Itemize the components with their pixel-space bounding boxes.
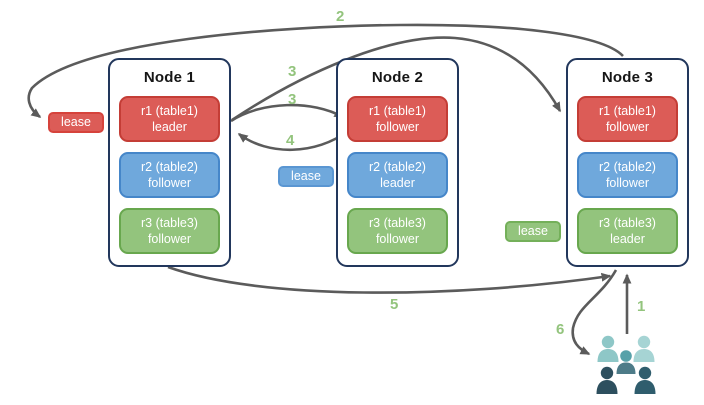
node-1: Node 1 r1 (table1) leader r2 (table2) fo… (108, 58, 231, 267)
arrow-step-6 (571, 269, 618, 356)
users-icon (596, 335, 656, 394)
replica-name: r3 (table3) (141, 215, 198, 230)
replica-role: follower (375, 120, 420, 134)
replica-role: follower (147, 232, 192, 246)
replica-node1-r2: r2 (table2) follower (119, 152, 220, 198)
replica-node2-r2: r2 (table2) leader (347, 152, 448, 198)
replica-node2-r1: r1 (table1) follower (347, 96, 448, 142)
replica-name: r1 (table1) (369, 103, 426, 118)
step-label-1: 1 (637, 298, 646, 315)
replica-name: r3 (table3) (599, 215, 656, 230)
replica-role: leader (380, 176, 415, 190)
replica-role: leader (610, 232, 645, 246)
replica-node3-r1: r1 (table1) follower (577, 96, 678, 142)
lease-badge-r1: lease (48, 112, 104, 133)
step-label-4: 4 (286, 132, 295, 149)
replica-node3-r2: r2 (table2) follower (577, 152, 678, 198)
arrow-step-5 (167, 265, 612, 294)
replica-name: r2 (table2) (369, 159, 426, 174)
arrow-step-3-to-node2 (230, 103, 345, 123)
replica-name: r3 (table3) (369, 215, 426, 230)
step-label-3a: 3 (288, 63, 297, 80)
replica-name: r2 (table2) (141, 159, 198, 174)
replica-name: r2 (table2) (599, 159, 656, 174)
replica-role: follower (375, 232, 420, 246)
node-title: Node 3 (601, 69, 654, 86)
replica-role: follower (605, 176, 650, 190)
replica-node1-r1: r1 (table1) leader (119, 96, 220, 142)
replica-node1-r3: r3 (table3) follower (119, 208, 220, 254)
replica-node2-r3: r3 (table3) follower (347, 208, 448, 254)
replica-role: leader (152, 120, 187, 134)
node-3: Node 3 r1 (table1) follower r2 (table2) … (566, 58, 689, 267)
node-title: Node 2 (371, 69, 424, 86)
replica-role: follower (147, 176, 192, 190)
step-label-2: 2 (336, 8, 345, 25)
step-label-5: 5 (390, 296, 399, 313)
replica-name: r1 (table1) (599, 103, 656, 118)
replica-node3-r3: r3 (table3) leader (577, 208, 678, 254)
lease-badge-r3: lease (505, 221, 561, 242)
replica-name: r1 (table1) (141, 103, 198, 118)
node-title: Node 1 (143, 69, 196, 86)
lease-badge-r2: lease (278, 166, 334, 187)
step-label-3b: 3 (288, 91, 297, 108)
node-2: Node 2 r1 (table1) follower r2 (table2) … (336, 58, 459, 267)
step-label-6: 6 (556, 321, 565, 338)
replica-role: follower (605, 120, 650, 134)
